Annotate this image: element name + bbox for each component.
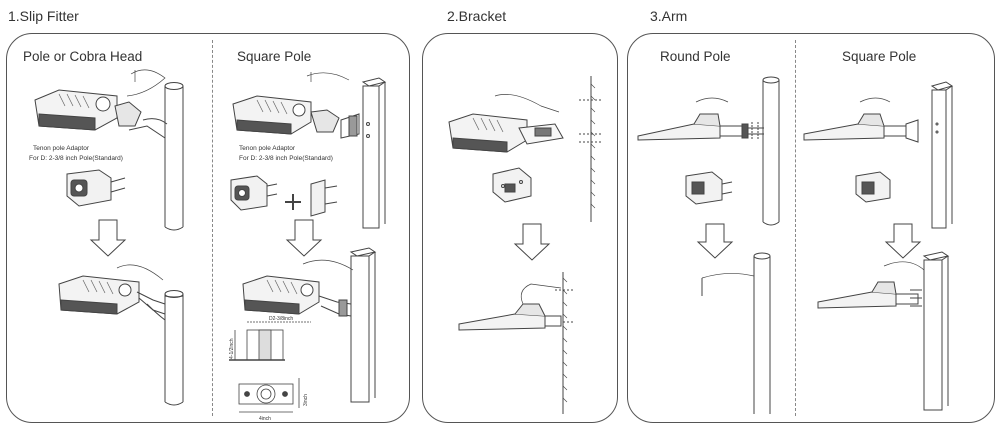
dim-side-height: 4-1/2inch — [229, 338, 235, 359]
bracket-icon — [492, 167, 532, 203]
arrow-down-icon — [884, 223, 922, 259]
section-title-arm: 3.Arm — [650, 8, 688, 24]
round-pole-icon — [701, 252, 771, 414]
dim-bottom-width: 4inch — [259, 416, 271, 422]
subpanel-title-square-pole-arm: Square Pole — [842, 49, 917, 64]
round-pole-icon — [164, 290, 184, 406]
bracket-icon — [310, 179, 338, 217]
dimension-drawing-side: D2-3/8inch 4-1/2inch — [229, 316, 311, 361]
dim-top-width: D2-3/8inch — [269, 316, 293, 322]
arrow-down-icon — [285, 219, 323, 257]
square-pole-icon — [922, 251, 950, 411]
subpanel-title-pole-or-cobra-head: Pole or Cobra Head — [23, 49, 143, 64]
panel-divider — [212, 40, 213, 416]
arm-luminaire-icon — [817, 261, 925, 309]
adaptor-icon — [230, 175, 278, 211]
luminaire-icon — [232, 72, 360, 139]
luminaire-icon — [448, 94, 564, 153]
square-pole-icon — [361, 77, 387, 229]
luminaire-side-icon — [458, 283, 562, 331]
bracket-panel — [422, 33, 618, 423]
adaptor-icon — [66, 169, 126, 207]
adaptor-note-line2: For D: 2-3/8 inch Pole(Standard) — [29, 155, 123, 162]
arrow-down-icon — [513, 223, 551, 261]
arm-panel: Round Pole Square Pole — [627, 33, 995, 423]
adaptor-note-line2-square: For D: 2-3/8 inch Pole(Standard) — [239, 155, 333, 162]
wall-pole-icon — [579, 76, 603, 222]
square-pole-icon — [930, 81, 954, 229]
square-pole-icon — [349, 247, 377, 403]
arm-luminaire-icon — [637, 97, 764, 141]
adaptor-note-line1: Tenon pole Adaptor — [33, 145, 90, 152]
section-title-slip-fitter: 1.Slip Fitter — [8, 8, 79, 24]
dim-bottom-height: 3inch — [303, 394, 309, 406]
bracket-icon — [685, 171, 733, 205]
bracket-icon — [855, 171, 891, 203]
slip-fitter-panel: Pole or Cobra Head Square Pole Tenon pol… — [6, 33, 410, 423]
luminaire-icon — [242, 259, 354, 317]
round-pole-icon — [164, 82, 184, 231]
panel-divider — [795, 40, 796, 416]
wall-pole-icon — [555, 272, 573, 414]
arrow-down-icon — [696, 223, 734, 259]
adaptor-note-line1-square: Tenon pole Adaptor — [239, 145, 296, 152]
plus-icon — [285, 194, 301, 210]
round-pole-icon — [762, 76, 780, 226]
arrow-down-icon — [89, 219, 127, 257]
luminaire-icon — [34, 69, 168, 139]
arm-luminaire-icon — [803, 97, 919, 143]
luminaire-icon — [58, 264, 166, 321]
subpanel-title-round-pole: Round Pole — [660, 49, 731, 64]
subpanel-title-square-pole: Square Pole — [237, 49, 312, 64]
section-title-bracket: 2.Bracket — [447, 8, 507, 24]
dimension-drawing-plan: 4inch 3inch — [238, 378, 309, 422]
